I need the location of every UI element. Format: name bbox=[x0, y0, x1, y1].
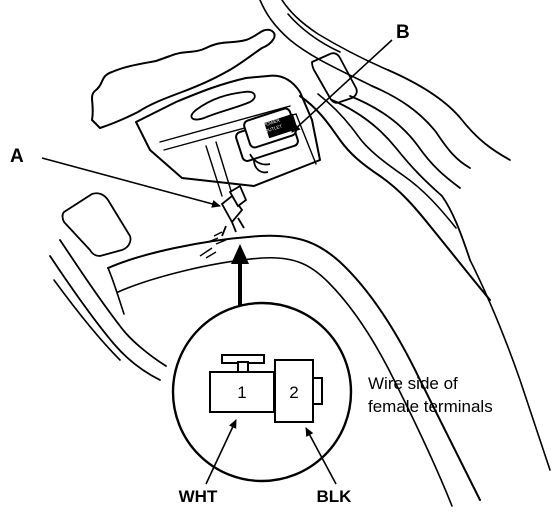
relay-connector bbox=[199, 184, 248, 259]
switch-tray-inner-4 bbox=[215, 141, 233, 195]
console-right-edge-1 bbox=[371, 85, 471, 169]
wire-color-wht: WHT bbox=[179, 487, 218, 506]
wire-color-blk: BLK bbox=[317, 487, 353, 506]
caption-line-2: female terminals bbox=[368, 397, 493, 416]
dash-upper-line-2 bbox=[281, 0, 389, 71]
lower-console-edge-1 bbox=[59, 239, 167, 367]
terminal-1-cavity bbox=[209, 371, 275, 413]
console-right-edge-4 bbox=[349, 95, 461, 189]
terminal-2-cavity bbox=[274, 359, 314, 423]
lower-console-edge-2 bbox=[49, 255, 161, 381]
dash-upper-line-1 bbox=[259, 0, 373, 87]
lower-console-edge-3 bbox=[53, 279, 121, 361]
callout-b-leader bbox=[291, 39, 393, 133]
console-bin-inner bbox=[317, 93, 457, 229]
outlet-label-line1: POWER bbox=[263, 117, 281, 127]
terminal-1-number: 1 bbox=[237, 383, 246, 402]
upper-right-button bbox=[311, 52, 358, 104]
magnifier-pointer-head bbox=[231, 244, 249, 264]
outlet-label-line2: OUTLET bbox=[264, 123, 283, 133]
right-side-long-edge bbox=[469, 259, 551, 471]
caption-line-1: Wire side of bbox=[368, 374, 458, 393]
console-right-bottom-edge bbox=[441, 195, 471, 261]
power-outlet: POWER OUTLET bbox=[235, 107, 299, 174]
dashboard-cutaway-outline bbox=[91, 28, 276, 129]
shifter-surround-inner bbox=[117, 256, 453, 507]
switch-tray-inner-1 bbox=[159, 105, 291, 143]
console-right-edge-2 bbox=[387, 69, 511, 161]
callout-b: B bbox=[396, 22, 410, 43]
console-linework bbox=[49, 0, 551, 507]
switch-tray-outline bbox=[135, 74, 321, 187]
dash-upper-line-3 bbox=[287, 13, 341, 53]
callout-a-leader bbox=[41, 157, 221, 208]
console-bin-outer bbox=[299, 95, 491, 301]
switch-tray-inner-5 bbox=[295, 113, 317, 165]
shifter-surround-left bbox=[107, 267, 125, 315]
switch-tray-slot bbox=[190, 90, 256, 121]
terminal-2-number: 2 bbox=[289, 383, 298, 402]
callout-a: A bbox=[10, 146, 24, 167]
connector-magnifier: 1 2 bbox=[171, 301, 353, 483]
left-trim-panel bbox=[61, 192, 132, 257]
wht-wire-leader bbox=[205, 419, 237, 485]
shifter-surround-outer bbox=[107, 234, 481, 501]
blk-wire-leader bbox=[305, 427, 337, 485]
console-right-edge-3 bbox=[331, 99, 443, 197]
switch-tray-inner-3 bbox=[205, 145, 223, 197]
